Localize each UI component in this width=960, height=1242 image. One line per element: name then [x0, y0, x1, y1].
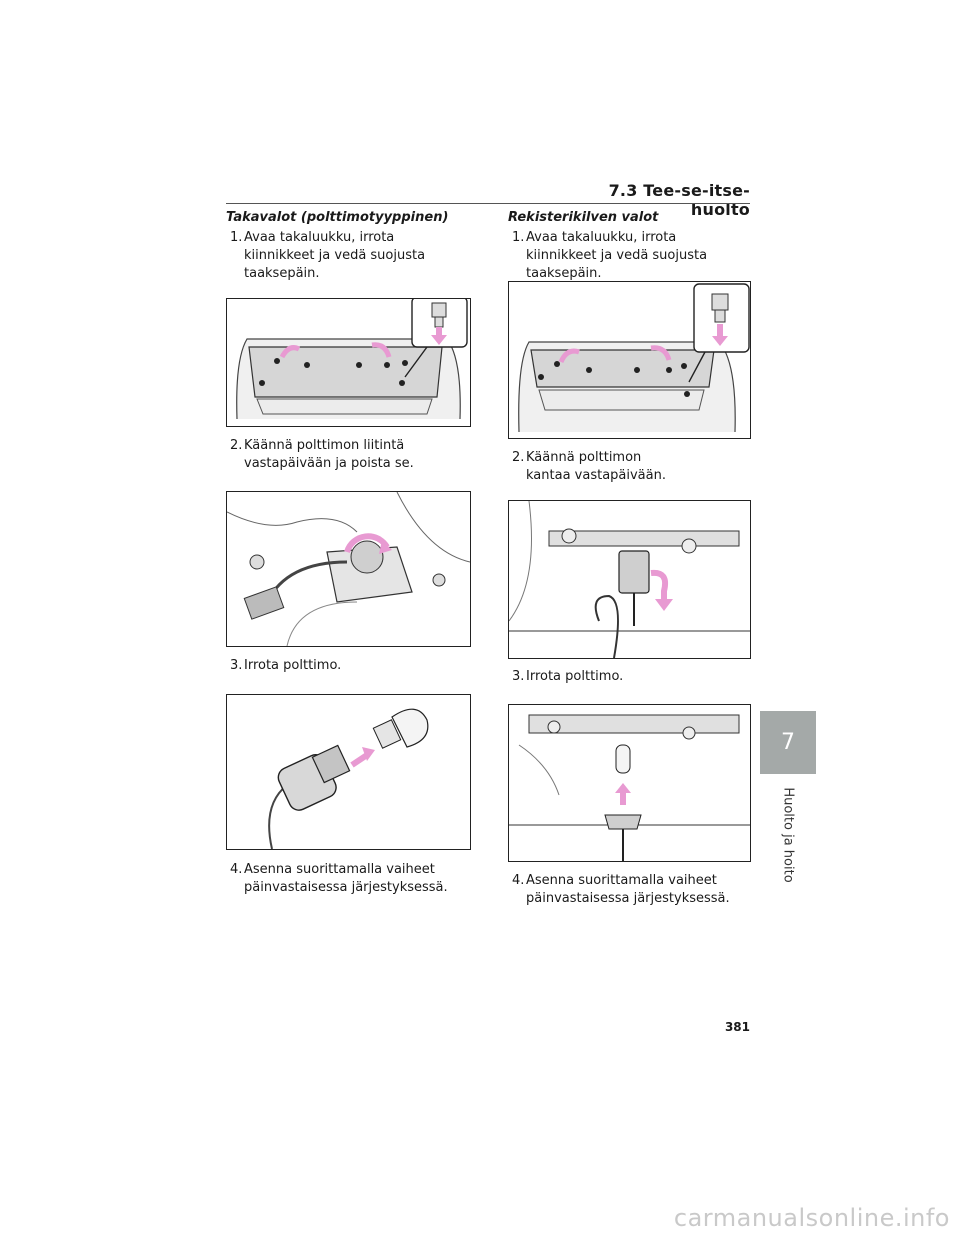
step-text: Irrota polttimo.: [526, 669, 624, 684]
left-figure-trunk-cover: [226, 298, 471, 427]
step-text: Avaa takaluukku, irrota kiinnikkeet ja v…: [526, 230, 708, 281]
step-number: 1.: [512, 230, 525, 245]
watermark: carmanualsonline.info: [673, 1204, 950, 1232]
right-figure-socket-turn: [508, 500, 751, 659]
left-column-title: Takavalot (polttimotyyppinen): [226, 210, 449, 225]
right-column-title: Rekisterikilven valot: [508, 210, 659, 225]
chapter-label: Huolto ja hoito: [760, 780, 816, 890]
step-text: Käännä polttimon kantaa vastapäivään.: [526, 450, 666, 483]
page-number: 381: [724, 1020, 750, 1034]
step-text: Asenna suorittamalla vaiheet päinvastais…: [244, 862, 448, 895]
left-step-4: 4.Asenna suorittamalla vaiheet päinvasta…: [230, 861, 470, 897]
right-step-4: 4.Asenna suorittamalla vaiheet päinvasta…: [512, 872, 752, 908]
step-text: Käännä polttimon liitintä vastapäivään j…: [244, 438, 414, 471]
right-figure-bulb-removal: [508, 704, 751, 862]
section-header: 7.3 Tee-se-itse-huolto: [608, 181, 750, 219]
step-number: 1.: [230, 230, 243, 245]
step-number: 2.: [230, 438, 243, 453]
right-step-2: 2.Käännä polttimon kantaa vastapäivään.: [512, 449, 752, 485]
header-divider: [226, 203, 750, 204]
step-number: 3.: [512, 669, 525, 684]
step-text: Irrota polttimo.: [244, 658, 342, 673]
right-step-1: 1.Avaa takaluukku, irrota kiinnikkeet ja…: [512, 229, 752, 283]
step-number: 3.: [230, 658, 243, 673]
step-number: 2.: [512, 450, 525, 465]
step-text: Avaa takaluukku, irrota kiinnikkeet ja v…: [244, 230, 426, 281]
step-number: 4.: [230, 862, 243, 877]
left-step-1: 1.Avaa takaluukku, irrota kiinnikkeet ja…: [230, 229, 470, 283]
step-number: 4.: [512, 873, 525, 888]
chapter-label-text: Huolto ja hoito: [780, 787, 796, 883]
left-step-2: 2.Käännä polttimon liitintä vastapäivään…: [230, 437, 470, 473]
left-figure-bulb-socket: [226, 491, 471, 647]
left-figure-bulb-removal: [226, 694, 471, 850]
step-text: Asenna suorittamalla vaiheet päinvastais…: [526, 873, 730, 906]
left-step-3: 3.Irrota polttimo.: [230, 657, 470, 675]
right-step-3: 3.Irrota polttimo.: [512, 668, 752, 686]
right-figure-trunk-cover: [508, 281, 751, 439]
chapter-tab: 7: [760, 711, 816, 774]
